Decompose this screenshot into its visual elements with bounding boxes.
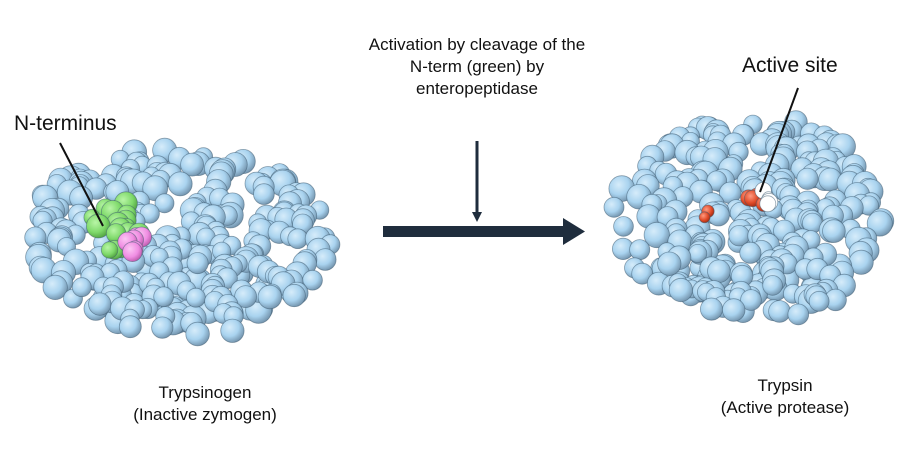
trypsin-atom xyxy=(603,196,625,218)
trypsin-atom xyxy=(787,303,810,326)
trypsin-atom xyxy=(796,167,819,190)
trypsinogen-atom xyxy=(253,183,275,205)
activation-arrow-shaft xyxy=(383,226,565,237)
trypsinogen-atom xyxy=(185,321,210,347)
trypsinogen-atom xyxy=(88,292,112,316)
activation-caption: Activation by cleavage of the N-term (gr… xyxy=(318,34,636,100)
activation-caption-line-3: enteropeptidase xyxy=(416,79,538,98)
n-terminus-pointer-line xyxy=(59,142,104,227)
trypsinogen-name: Trypsinogen xyxy=(158,383,252,402)
n-terminus-label: N-terminus xyxy=(14,112,117,135)
trypsin-atom xyxy=(657,251,682,276)
trypsinogen-atom xyxy=(220,318,245,343)
cleavage-down-arrow-head xyxy=(472,212,482,222)
trypsin-atom xyxy=(866,210,893,237)
trypsin-atom xyxy=(629,239,651,261)
trypsinogen-atom xyxy=(151,316,174,339)
trypsin-atom xyxy=(808,290,830,312)
trypsinogen-atom xyxy=(180,152,205,177)
activation-caption-line-2: N-term (green) by xyxy=(409,57,545,76)
trypsinogen-atom xyxy=(313,248,337,271)
trypsinogen-atom xyxy=(282,283,306,308)
trypsinogen-caption: Trypsinogen (Inactive zymogen) xyxy=(100,382,310,426)
trypsin-atom xyxy=(643,221,670,249)
n-terminus-pink-atom xyxy=(122,241,143,263)
trypsinogen-atom xyxy=(257,284,283,310)
trypsinogen-atom xyxy=(118,315,142,339)
trypsin-name: Trypsin xyxy=(757,376,813,395)
trypsinogen-atom xyxy=(167,171,193,197)
trypsinogen-atom xyxy=(154,193,175,214)
trypsin-atom xyxy=(722,298,746,322)
active-site-region xyxy=(698,182,779,224)
active-site-red-atom xyxy=(698,211,711,224)
trypsinogen-subtitle: (Inactive zymogen) xyxy=(133,405,277,424)
active-site-white-atom xyxy=(759,195,777,213)
active-site-label: Active site xyxy=(742,54,838,77)
activation-caption-line-1: Activation by cleavage of the xyxy=(368,35,586,54)
trypsin-atom xyxy=(762,275,783,296)
trypsin-atom xyxy=(739,241,762,264)
trypsinogen-structure xyxy=(24,137,341,347)
trypsinogen-atom xyxy=(71,277,92,298)
activation-arrow-head xyxy=(563,218,585,245)
trypsin-atom xyxy=(668,277,694,303)
trypsin-atom xyxy=(822,219,846,243)
trypsin-structure xyxy=(603,110,895,326)
trypsinogen-atom xyxy=(287,228,309,250)
trypsinogen-atom xyxy=(42,274,68,300)
trypsin-caption: Trypsin (Active protease) xyxy=(690,375,880,419)
trypsin-atom xyxy=(768,300,791,323)
trypsin-atom xyxy=(740,289,762,311)
trypsin-atom xyxy=(700,297,724,321)
trypsinogen-atom xyxy=(186,252,209,275)
trypsinogen-atom xyxy=(185,287,206,308)
trypsin-subtitle: (Active protease) xyxy=(720,398,850,417)
n-terminus-green-atom xyxy=(100,241,119,259)
trypsin-atom xyxy=(613,216,634,237)
active-site-pointer-line xyxy=(759,87,799,193)
